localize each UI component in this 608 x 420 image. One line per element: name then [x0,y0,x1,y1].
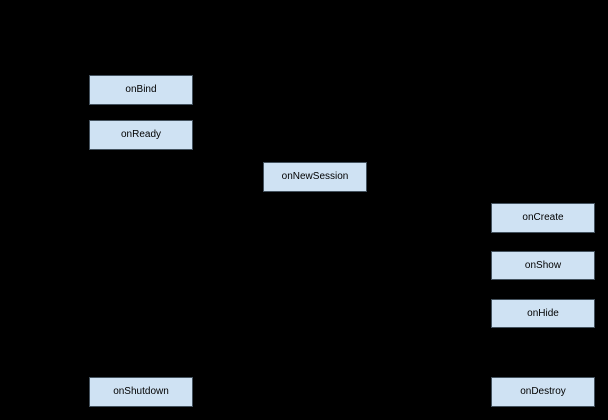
node-on-hide: onHide [491,299,595,328]
node-on-shutdown: onShutdown [89,377,193,407]
node-on-new-session: onNewSession [263,162,367,192]
node-on-bind: onBind [89,75,193,105]
node-on-create: onCreate [491,203,595,233]
node-on-destroy: onDestroy [491,377,595,407]
node-on-ready: onReady [89,120,193,150]
node-on-show: onShow [491,251,595,280]
